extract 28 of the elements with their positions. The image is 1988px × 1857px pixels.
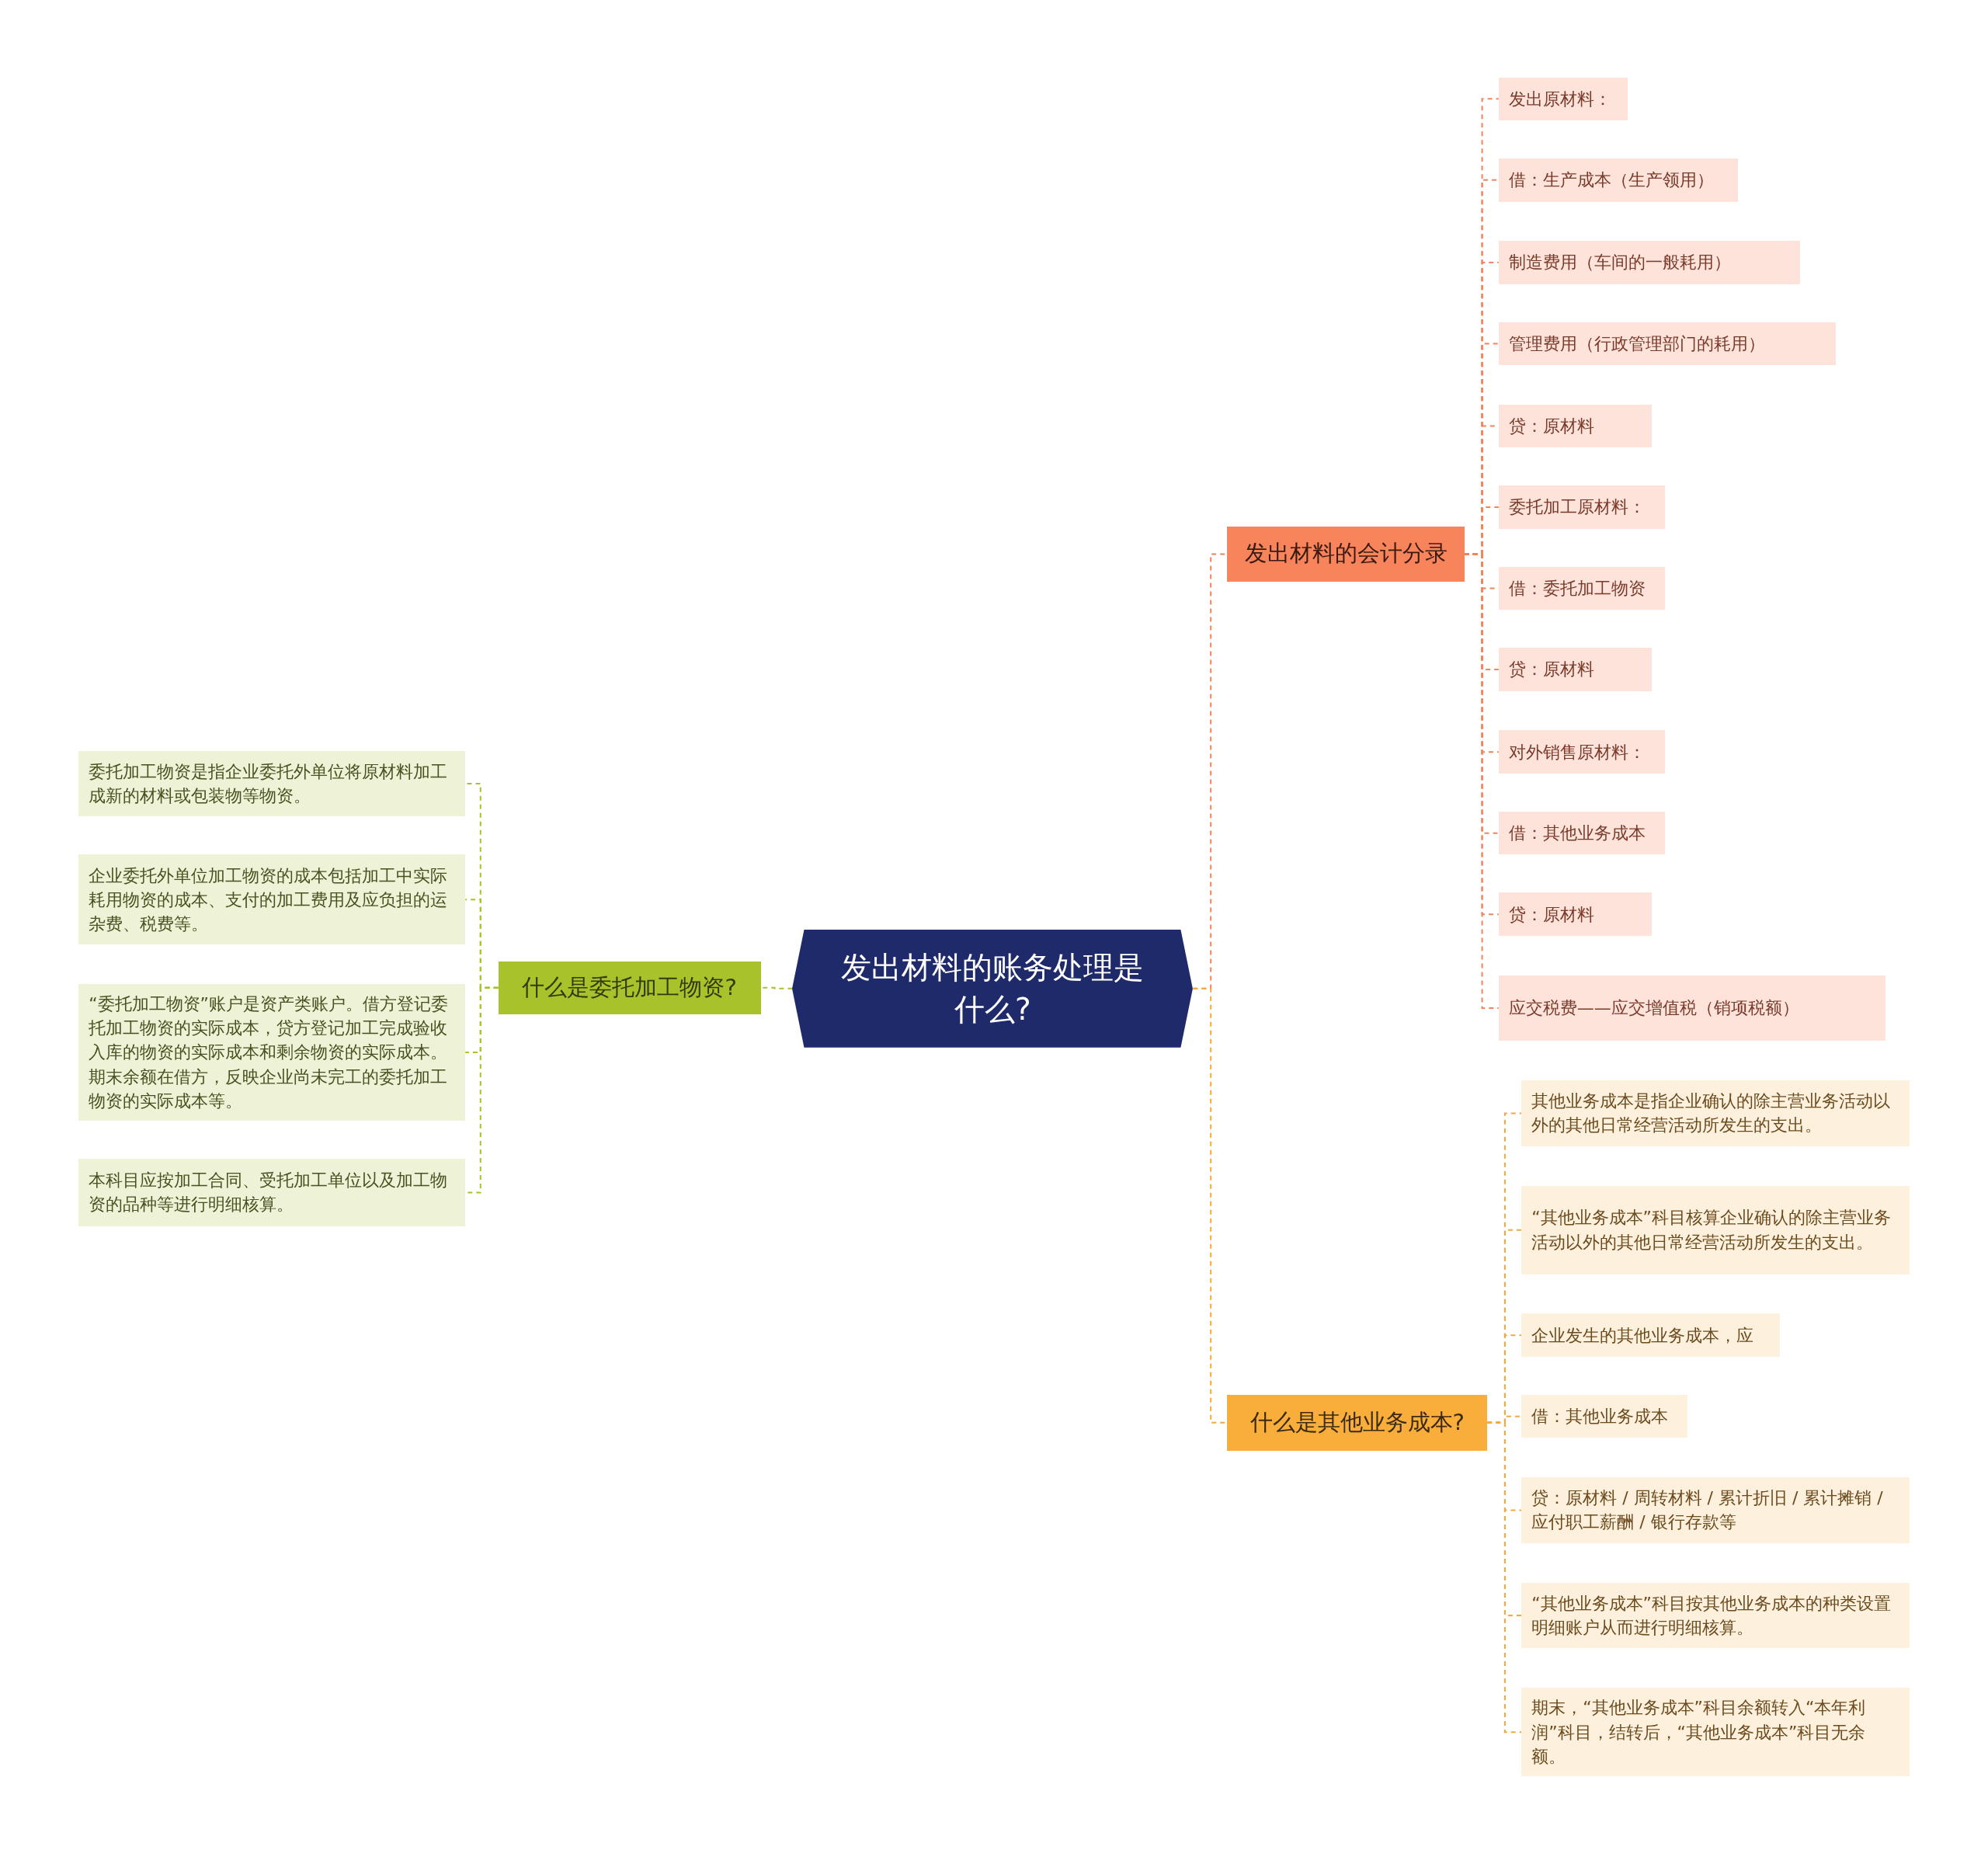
note-box: 贷：原材料 xyxy=(1498,404,1653,448)
note-box: 制造费用（车间的一般耗用） xyxy=(1498,241,1801,284)
note-box: “委托加工物资”账户是资产类账户。借方登记委托加工物资的实际成本，贷方登记加工完成验收入库的物资的实际成本和剩余物资的实际成本。期末余额在借方，反映企业尚未完工的委托加工物资的实际成本等。 xyxy=(78,983,466,1122)
note-box: 委托加工原材料： xyxy=(1498,485,1665,529)
note-box: 期末，“其他业务成本”科目余额转入“本年利润”科目，结转后，“其他业务成本”科目无余额。 xyxy=(1521,1688,1910,1777)
note-box: 企业发生的其他业务成本，应 xyxy=(1521,1313,1781,1357)
note-box: 贷：原材料 / 周转材料 / 累计折旧 / 累计摊销 / 应付职工薪酬 / 银行存款等 xyxy=(1521,1477,1910,1543)
note-box: 委托加工物资是指企业委托外单位将原材料加工成新的材料或包装物等物资。 xyxy=(78,750,466,817)
branch-topic-box: 什么是委托加工物资? xyxy=(498,961,761,1015)
note-box: 借：其他业务成本 xyxy=(1521,1394,1688,1438)
note-box: “其他业务成本”科目按其他业务成本的种类设置明细账户从而进行明细核算。 xyxy=(1521,1582,1910,1649)
note-box: 企业委托外单位加工物资的成本包括加工中实际耗用物资的成本、支付的加工费用及应负担的运杂费、税费等。 xyxy=(78,854,466,945)
note-box: 贷：原材料 xyxy=(1498,648,1653,691)
note-box: 对外销售原材料： xyxy=(1498,730,1665,774)
branch-topic-box: 发出材料的会计分录 xyxy=(1227,526,1465,582)
note-box: 贷：原材料 xyxy=(1498,892,1653,936)
note-box: 管理费用（行政管理部门的耗用） xyxy=(1498,322,1837,366)
note-box: 借：委托加工物资 xyxy=(1498,566,1665,610)
note-box: “其他业务成本”科目核算企业确认的除主营业务活动以外的其他日常经营活动所发生的支出。 xyxy=(1521,1185,1910,1275)
note-box: 借：其他业务成本 xyxy=(1498,811,1665,855)
note-box: 发出原材料： xyxy=(1498,77,1628,121)
note-box: 其他业务成本是指企业确认的除主营业务活动以外的其他日常经营活动所发生的支出。 xyxy=(1521,1080,1910,1146)
connector-line xyxy=(1486,1421,1523,1734)
note-box: 应交税费——应交增值税（销项税额） xyxy=(1498,975,1885,1042)
branch-topic-box: 什么是其他业务成本? xyxy=(1227,1394,1488,1451)
note-box: 本科目应按加工合同、受托加工单位以及加工物资的品种等进行明细核算。 xyxy=(78,1159,466,1226)
central-topic-box: 发出材料的账务处理是什么? xyxy=(792,929,1194,1048)
note-box: 借：生产成本（生产领用） xyxy=(1498,158,1739,202)
